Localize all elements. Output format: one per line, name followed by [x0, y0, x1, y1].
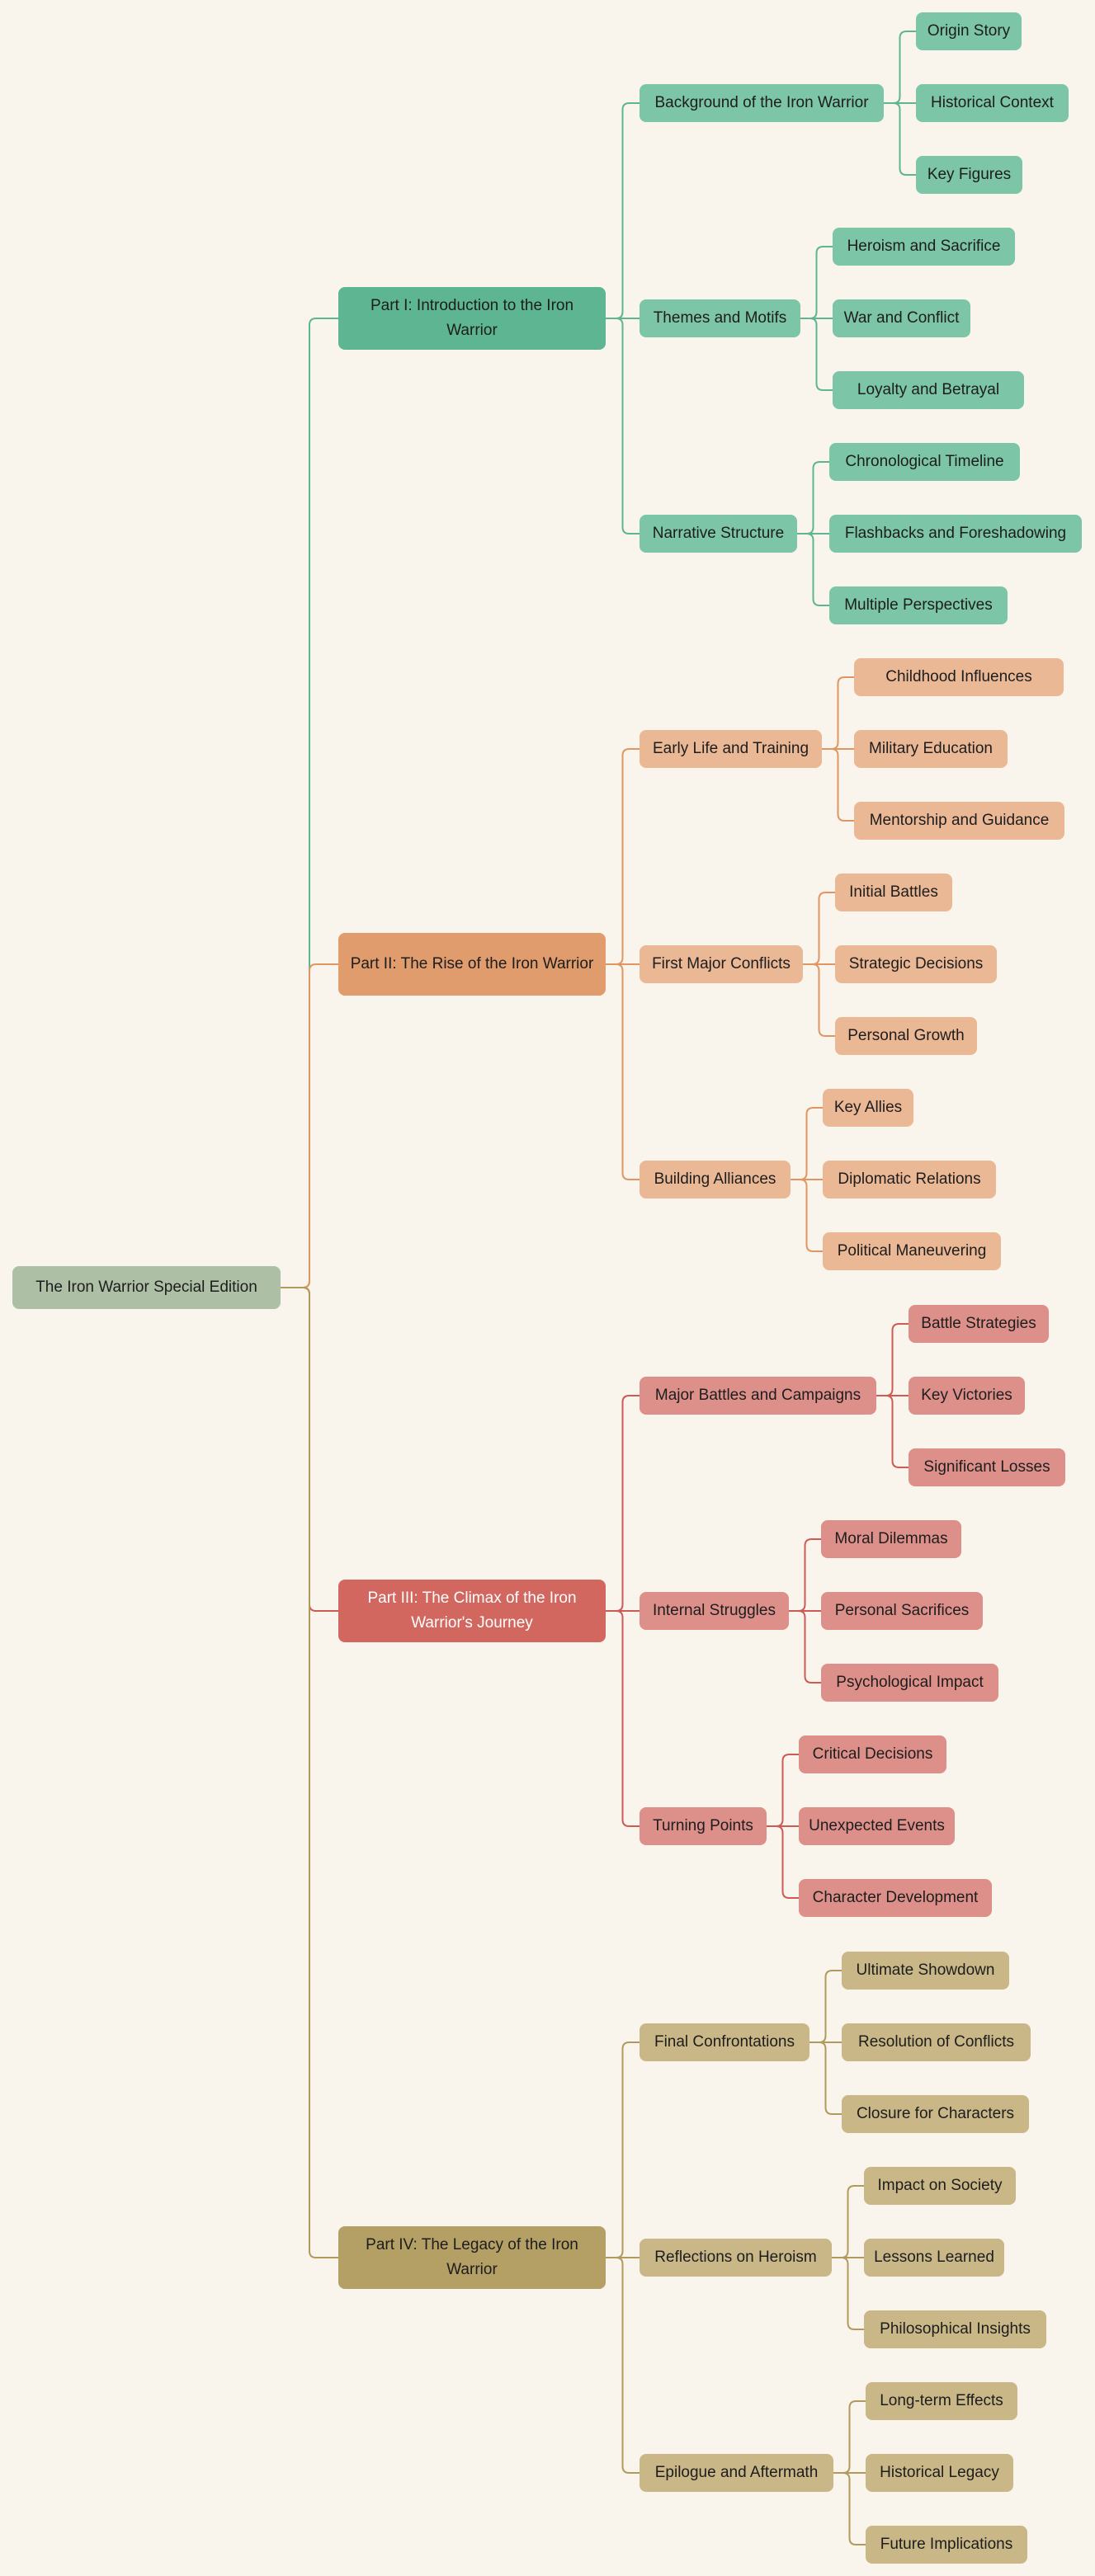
edge-root-part-2: [281, 963, 338, 1288]
edge-leaf: [822, 748, 854, 822]
edge-leaf: [767, 1754, 799, 1827]
topic-node: Military Education: [854, 730, 1008, 768]
edge-leaf: [832, 2185, 864, 2258]
topic-node: Strategic Decisions: [835, 945, 997, 983]
topic-node: Multiple Perspectives: [829, 586, 1008, 624]
topic-node: Personal Sacrifices: [821, 1592, 983, 1630]
topic-node: Future Implications: [866, 2526, 1027, 2564]
topic-node: Diplomatic Relations: [823, 1161, 996, 1199]
topic-node: Childhood Influences: [854, 658, 1064, 696]
section-node: Major Battles and Campaigns: [640, 1377, 876, 1415]
topic-node: Initial Battles: [835, 874, 952, 911]
topic-node: Resolution of Conflicts: [842, 2023, 1031, 2061]
edge-leaf: [833, 2472, 866, 2545]
topic-node: Philosophical Insights: [864, 2310, 1046, 2348]
section-node: Epilogue and Aftermath: [640, 2454, 833, 2492]
topic-node: Chronological Timeline: [829, 443, 1020, 481]
edge-leaf: [791, 1179, 823, 1252]
topic-node: Critical Decisions: [799, 1735, 946, 1773]
edge-part4-child3: [606, 2257, 640, 2474]
edge-leaf: [876, 1323, 909, 1396]
topic-node: Moral Dilemmas: [821, 1520, 961, 1558]
topic-node: Key Allies: [823, 1089, 913, 1127]
topic-node: Flashbacks and Foreshadowing: [829, 515, 1082, 553]
topic-node: Origin Story: [916, 12, 1022, 50]
topic-node: War and Conflict: [833, 299, 970, 337]
section-node: Narrative Structure: [640, 515, 797, 553]
topic-node: Long-term Effects: [866, 2382, 1017, 2420]
edge-part4-child1: [606, 2041, 640, 2258]
section-node: Internal Struggles: [640, 1592, 789, 1630]
edge-root-part-4: [281, 1287, 338, 2258]
edge-leaf: [832, 2257, 864, 2330]
edge-leaf: [797, 533, 829, 606]
topic-node: Personal Growth: [835, 1017, 977, 1055]
edge-part2-child3: [606, 963, 640, 1180]
part-node-1: Part I: Introduction to the Iron Warrior: [338, 287, 606, 350]
part-node-4: Part IV: The Legacy of the Iron Warrior: [338, 2226, 606, 2289]
topic-node: Political Maneuvering: [823, 1232, 1001, 1270]
topic-node: Key Figures: [916, 156, 1022, 194]
edge-part3-child3: [606, 1610, 640, 1827]
edge-leaf: [803, 963, 835, 1037]
edge-leaf: [800, 318, 833, 391]
topic-node: Closure for Characters: [842, 2095, 1029, 2133]
edge-leaf: [789, 1610, 821, 1684]
section-node: Turning Points: [640, 1807, 767, 1845]
section-node: Early Life and Training: [640, 730, 822, 768]
topic-node: Heroism and Sacrifice: [833, 228, 1015, 266]
edge-part3-child1: [606, 1395, 640, 1612]
root-node: The Iron Warrior Special Edition: [12, 1266, 281, 1309]
edge-leaf: [876, 1395, 909, 1468]
topic-node: Ultimate Showdown: [842, 1952, 1009, 1990]
topic-node: Mentorship and Guidance: [854, 802, 1064, 840]
topic-node: Loyalty and Betrayal: [833, 371, 1024, 409]
topic-node: Psychological Impact: [821, 1664, 998, 1702]
edge-leaf: [833, 2400, 866, 2474]
section-node: Background of the Iron Warrior: [640, 84, 884, 122]
section-node: First Major Conflicts: [640, 945, 803, 983]
topic-node: Historical Legacy: [866, 2454, 1013, 2492]
edge-leaf: [809, 1970, 842, 2043]
topic-node: Unexpected Events: [799, 1807, 955, 1845]
topic-node: Character Development: [799, 1879, 992, 1917]
topic-node: Historical Context: [916, 84, 1069, 122]
edge-leaf: [791, 1107, 823, 1180]
part-node-2: Part II: The Rise of the Iron Warrior: [338, 933, 606, 996]
section-node: Final Confrontations: [640, 2023, 809, 2061]
edge-leaf: [884, 31, 916, 104]
edge-leaf: [797, 461, 829, 535]
edge-part2-child1: [606, 748, 640, 965]
edge-part1-child3: [606, 318, 640, 535]
edge-part1-child1: [606, 102, 640, 319]
edge-leaf: [789, 1538, 821, 1612]
topic-node: Battle Strategies: [909, 1305, 1049, 1343]
topic-node: Impact on Society: [864, 2167, 1016, 2205]
edge-leaf: [884, 102, 916, 176]
section-node: Reflections on Heroism: [640, 2239, 832, 2277]
part-node-3: Part III: The Climax of the Iron Warrior…: [338, 1580, 606, 1642]
edge-leaf: [767, 1825, 799, 1899]
topic-node: Key Victories: [909, 1377, 1025, 1415]
edge-leaf: [803, 892, 835, 965]
topic-node: Significant Losses: [909, 1448, 1065, 1486]
edge-leaf: [822, 676, 854, 750]
topic-node: Lessons Learned: [864, 2239, 1004, 2277]
edge-leaf: [809, 2041, 842, 2115]
section-node: Themes and Motifs: [640, 299, 800, 337]
edge-leaf: [800, 246, 833, 319]
section-node: Building Alliances: [640, 1161, 791, 1199]
